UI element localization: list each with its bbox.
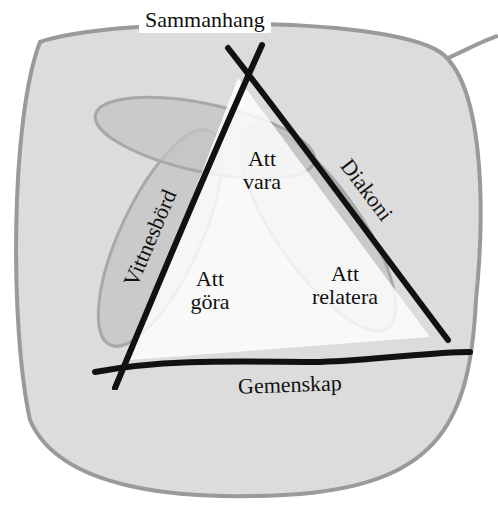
region-heading: Sammanhang [139,6,271,33]
side-label: Gemenskap [238,372,343,398]
core-text: Att vara [231,147,293,193]
core-text: Att göra [179,267,241,313]
core-text: Att relatera [299,262,391,308]
